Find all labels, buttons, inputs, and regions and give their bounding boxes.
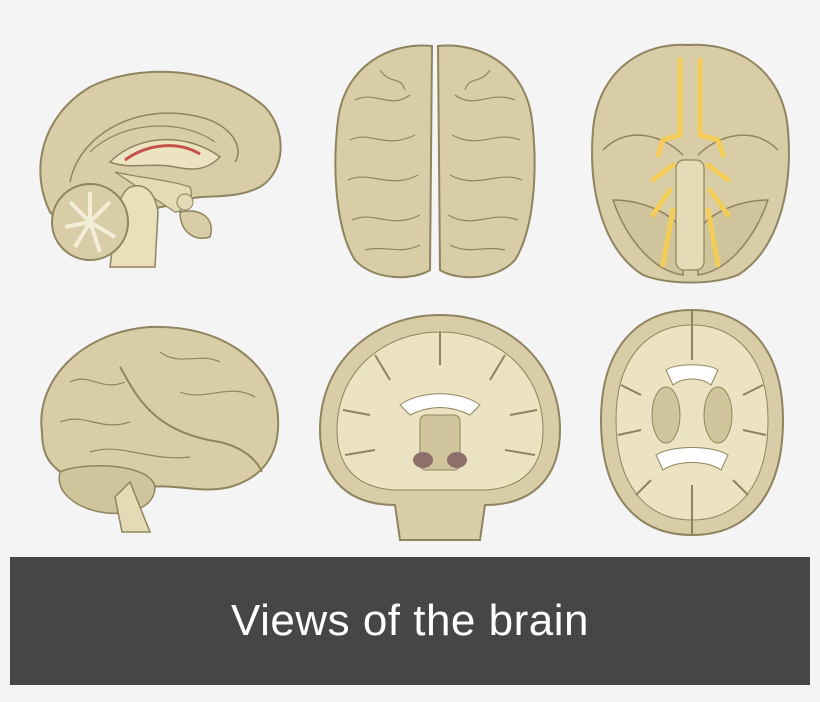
brain-inferior-view xyxy=(588,40,793,285)
brain-lateral-view xyxy=(30,322,290,537)
brain-horizontal-section xyxy=(596,305,788,540)
brain-coronal-section xyxy=(315,310,565,542)
brain-midsagittal-view xyxy=(30,62,290,277)
brain-superior-view xyxy=(330,40,540,285)
title-banner: Views of the brain xyxy=(10,557,810,685)
banner-title: Views of the brain xyxy=(231,596,589,645)
